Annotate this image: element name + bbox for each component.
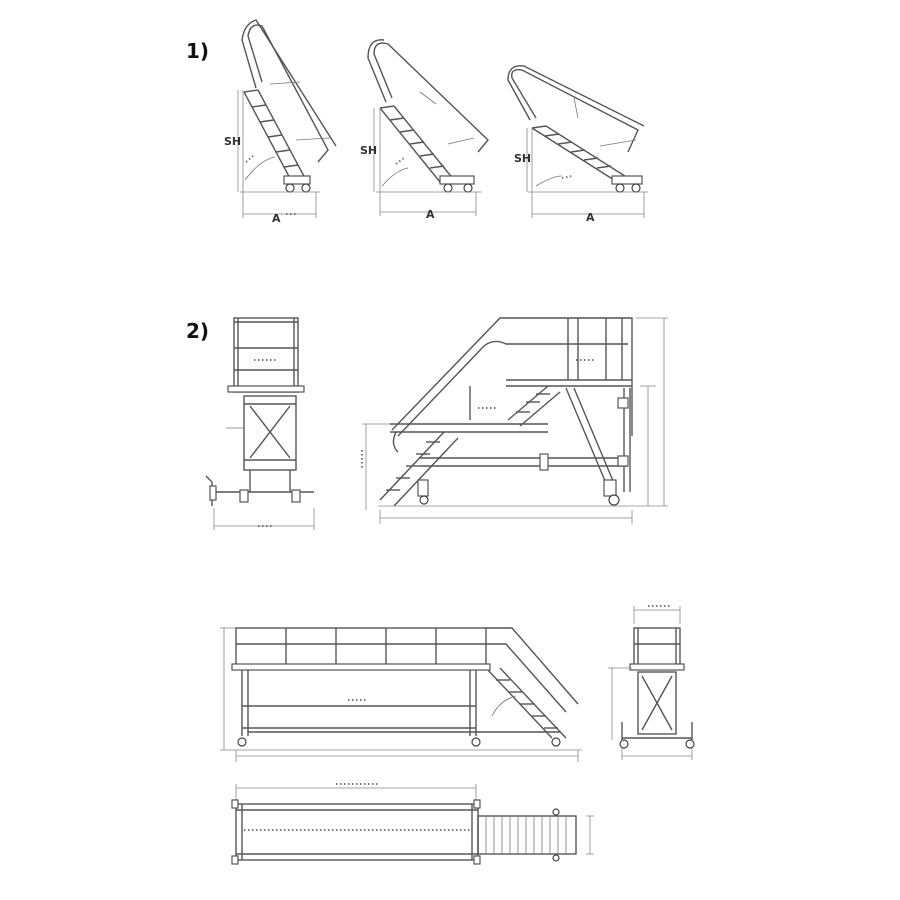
long-platform-side-view <box>220 627 582 762</box>
platform-front-view <box>205 317 315 530</box>
length-label: A <box>426 208 435 221</box>
platform-side-view <box>361 317 668 524</box>
section-2-label: 2) <box>186 319 209 343</box>
length-label: A <box>272 212 281 225</box>
rolling-ladder-shallow: SH A <box>507 65 648 224</box>
step-height-label: SH <box>360 144 377 157</box>
rolling-ladder-medium: SH A <box>360 39 489 221</box>
long-platform-top-view <box>231 783 594 865</box>
length-label: A <box>586 211 595 224</box>
rolling-ladder-steep: SH A <box>224 19 337 225</box>
step-height-label: SH <box>224 135 241 148</box>
section-1-label: 1) <box>186 39 209 63</box>
long-platform-front-view <box>608 605 695 760</box>
step-height-label: SH <box>514 152 531 165</box>
